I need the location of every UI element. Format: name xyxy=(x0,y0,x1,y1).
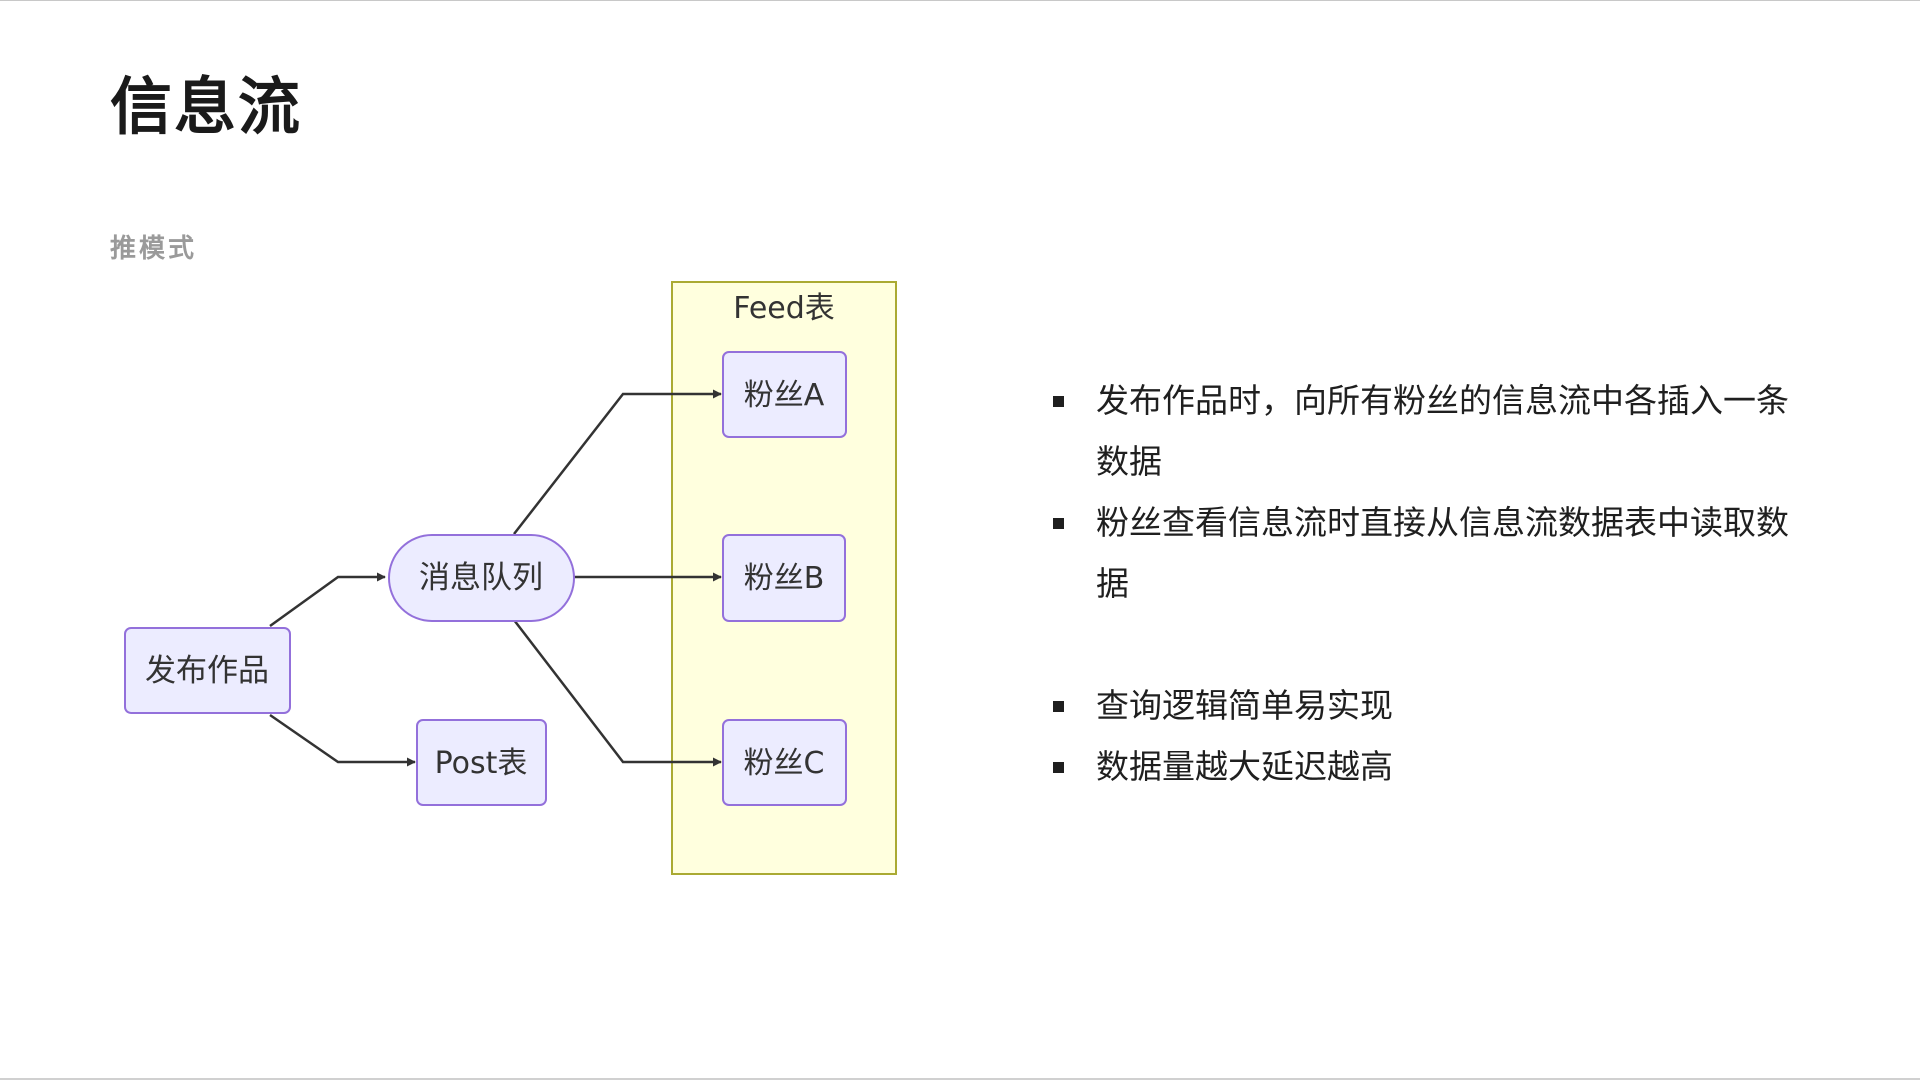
bottom-rule xyxy=(0,1078,1920,1080)
edges xyxy=(269,389,722,767)
edge-publish-to-queue xyxy=(269,572,386,628)
node-fan-b-label: 粉丝B xyxy=(744,561,825,596)
node-fan-b: 粉丝B xyxy=(722,534,846,622)
node-queue-label: 消息队列 xyxy=(419,560,543,596)
node-publish: 发布作品 xyxy=(124,627,291,714)
feed-table-label: Feed表 xyxy=(733,291,835,326)
node-post-table-label: Post表 xyxy=(435,746,528,781)
bullet-item: 发布作品时，向所有粉丝的信息流中各插入一条数据 xyxy=(1050,370,1810,492)
edge-queue-to-fan-a xyxy=(513,389,722,535)
node-fan-c-label: 粉丝C xyxy=(744,746,825,781)
page-title: 信息流 xyxy=(110,70,303,143)
node-fan-a-box xyxy=(722,351,847,438)
bullet-item: 查询逻辑简单易实现 xyxy=(1050,675,1810,736)
node-publish-label: 发布作品 xyxy=(145,653,269,689)
top-rule xyxy=(0,0,1920,1)
node-fan-a-label: 粉丝A xyxy=(744,378,825,413)
page-subtitle: 推模式 xyxy=(110,234,198,264)
node-fan-c-box xyxy=(722,719,847,806)
bullet-item: 数据量越大延迟越高 xyxy=(1050,736,1810,797)
node-fan-c: 粉丝C xyxy=(722,719,847,806)
bullet-item: 粉丝查看信息流时直接从信息流数据表中读取数据 xyxy=(1050,492,1810,614)
node-fan-a: 粉丝A xyxy=(722,351,847,438)
node-queue-box xyxy=(388,534,575,622)
node-post-table: Post表 xyxy=(416,719,547,806)
node-fan-b-box xyxy=(722,534,846,622)
edge-publish-to-post-table xyxy=(269,713,416,767)
bullet-list: 发布作品时，向所有粉丝的信息流中各插入一条数据 粉丝查看信息流时直接从信息流数据… xyxy=(1050,370,1810,797)
node-publish-box xyxy=(124,627,291,714)
node-post-table-box xyxy=(416,719,547,806)
edge-queue-to-fan-c xyxy=(513,619,722,767)
node-queue: 消息队列 xyxy=(388,534,575,622)
